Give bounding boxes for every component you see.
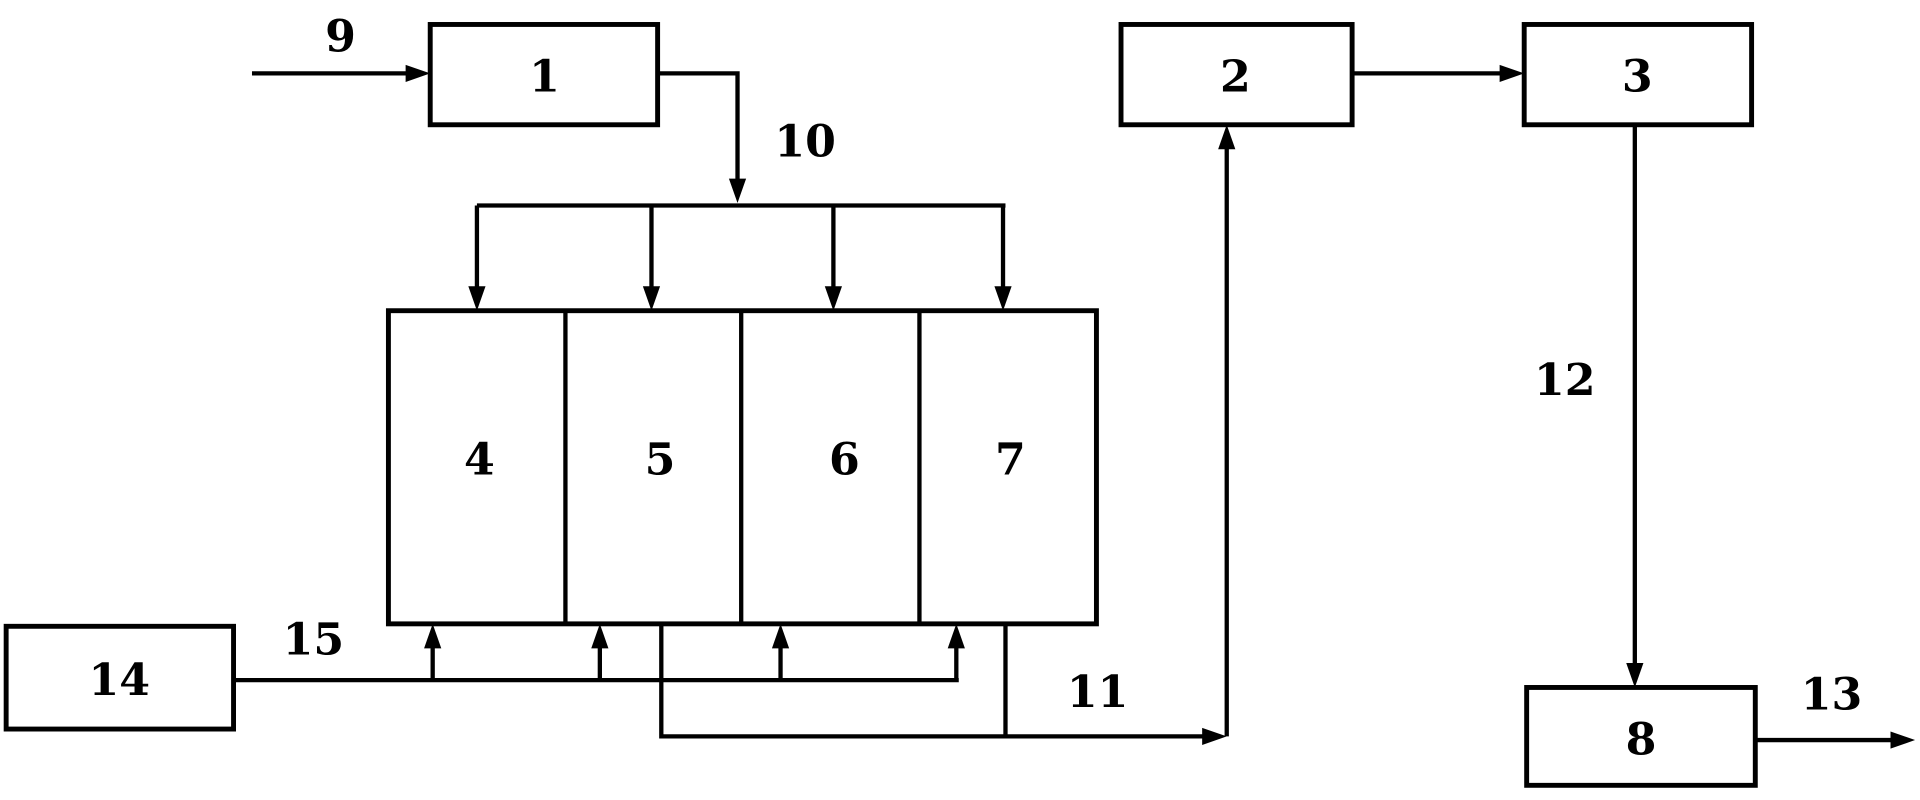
stream-13: 13 bbox=[1755, 670, 1916, 749]
unit-3-label: 3 bbox=[1622, 52, 1653, 103]
stream-15: 15 bbox=[233, 615, 965, 683]
stream-10-label: 10 bbox=[774, 117, 836, 168]
stream-9-label: 9 bbox=[325, 11, 356, 62]
stream-11-label: 11 bbox=[1067, 667, 1129, 718]
unit-14: 14 bbox=[3, 623, 237, 732]
stream-12-label: 12 bbox=[1534, 355, 1596, 406]
unit-8-label: 8 bbox=[1626, 715, 1657, 766]
stream-9: 9 bbox=[251, 11, 431, 82]
unit-6-label: 6 bbox=[829, 435, 860, 486]
unit-2-label: 2 bbox=[1220, 52, 1251, 103]
unit-4-label: 4 bbox=[464, 435, 495, 486]
unit-5-label: 5 bbox=[645, 435, 676, 486]
unit-2: 2 bbox=[1118, 22, 1355, 128]
stream-12: 12 bbox=[1534, 124, 1644, 688]
stream-11: 11 bbox=[659, 124, 1236, 745]
reactor-bank: 4 5 6 7 bbox=[385, 308, 1099, 627]
unit-7-label: 7 bbox=[995, 435, 1026, 486]
stream-10: 10 bbox=[468, 71, 1012, 311]
unit-1-label: 1 bbox=[529, 52, 560, 103]
stream-13-label: 13 bbox=[1801, 670, 1863, 721]
stream-15-label: 15 bbox=[283, 615, 345, 666]
unit-14-label: 14 bbox=[88, 655, 150, 706]
unit-1: 1 bbox=[427, 22, 661, 128]
unit-8: 8 bbox=[1524, 685, 1758, 788]
stream-2-to-3 bbox=[1352, 64, 1525, 82]
unit-3: 3 bbox=[1521, 22, 1755, 128]
